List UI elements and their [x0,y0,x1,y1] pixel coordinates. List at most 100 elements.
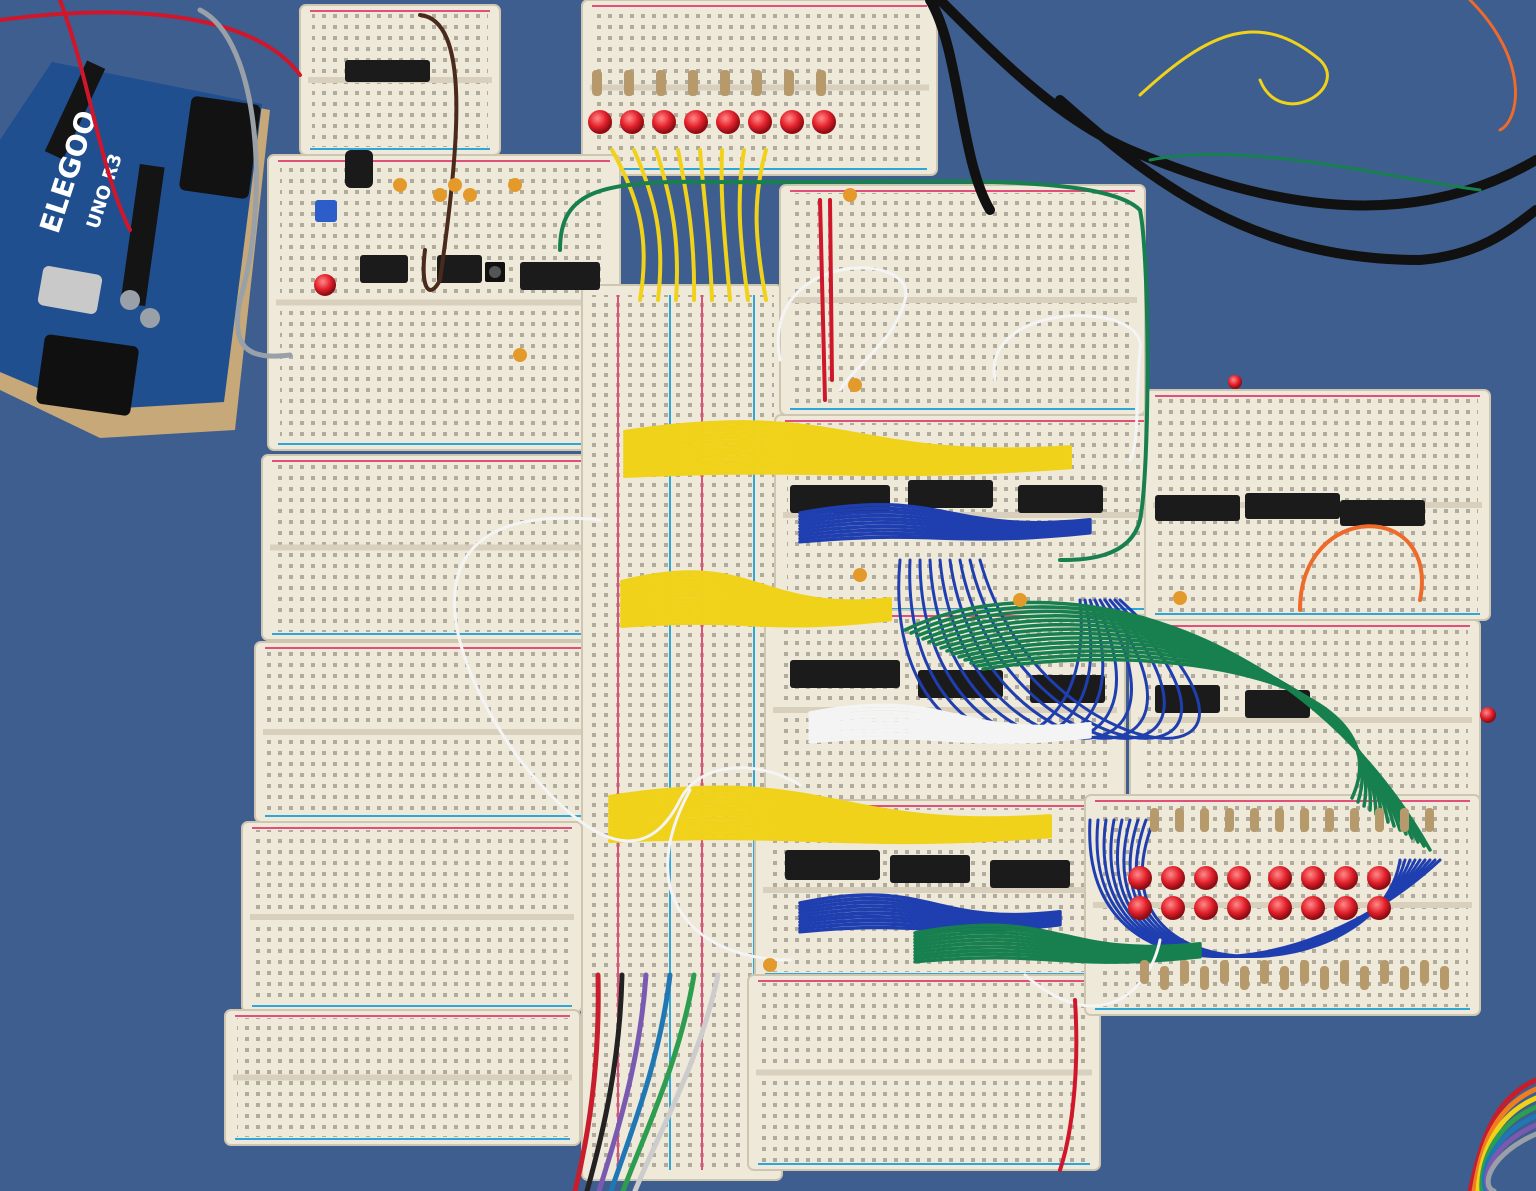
resistor-icon [1175,808,1184,832]
blue-wire [948,558,1149,740]
resistor-icon [1140,960,1149,984]
resistor-icon [656,70,666,96]
white-wire [776,266,908,392]
capacitor-icon [140,308,160,328]
ic-chip-icon [360,255,408,283]
resistor-icon [784,70,794,96]
yellow-wire-bus [608,834,1052,845]
breadboard [224,1009,581,1146]
yellow-wire [610,148,646,302]
resistor-icon [1225,808,1234,832]
capacitor-icon [448,178,462,192]
breadboard-channel [756,1069,1092,1076]
ic-chip-icon [1155,685,1220,713]
led-icon [780,110,804,134]
red-wire [818,198,834,402]
resistor-icon [816,70,826,96]
resistor-icon [1440,966,1449,990]
led-icon [1128,896,1152,920]
resistor-icon [592,70,602,96]
ic-chip-icon [790,660,900,688]
breadboard-channel [788,297,1137,303]
ic-chip-icon [1018,485,1103,513]
capacitor-icon [843,188,857,202]
led-icon [1161,866,1185,890]
resistor-icon [1400,966,1409,990]
breadboard [241,821,583,1013]
led-icon [1227,896,1251,920]
capacitor-icon [1173,591,1187,605]
resistor-icon [1320,966,1329,990]
red-wire [0,10,302,77]
led-icon [620,110,644,134]
arduino-board: ELEGOO UNO R3 [0,60,270,438]
gray-wire [197,7,293,359]
led-icon [1480,707,1496,723]
yellow-wire [754,148,768,302]
ic-chip-icon [1340,500,1425,526]
orange-wire [1298,524,1424,612]
led-icon [812,110,836,134]
capacitor-icon [763,958,777,972]
green-wire [558,179,1150,562]
led-icon [1228,375,1242,389]
ic-chip-icon [345,60,430,82]
led-icon [1268,866,1292,890]
led-icon [588,110,612,134]
led-icon [716,110,740,134]
led-icon [1161,896,1185,920]
resistor-icon [720,70,730,96]
breadboard-channel [263,729,592,735]
led-icon [684,110,708,134]
capacitor-icon [1013,593,1027,607]
resistor-icon [1425,808,1434,832]
pushbutton-icon [489,266,501,278]
resistor-icon [1360,966,1369,990]
ribbon-cable-wire [584,972,625,1191]
yellow-wire [632,148,663,302]
led-icon [1301,866,1325,890]
resistor-icon [1300,808,1309,832]
resistor-icon [1340,960,1349,984]
ribbon-cable-wire [620,972,697,1191]
resistor-icon [1375,808,1384,832]
resistor-icon [1160,966,1169,990]
led-icon [1334,866,1358,890]
resistor-icon [1280,966,1289,990]
yellow-wire-bus [620,617,892,628]
green-wire [981,657,1362,800]
capacitor-icon [120,290,140,310]
component-group [315,70,1449,990]
ic-chip-icon [1245,493,1340,519]
led-icon [1367,866,1391,890]
led-icon [1128,866,1152,890]
yellow-wire [1138,30,1329,106]
ic-chip-icon [785,850,880,880]
capacitor-icon [433,188,447,202]
ribbon-cable-wire [1485,1131,1536,1191]
led-icon [1194,866,1218,890]
led-icon [652,110,676,134]
led-icon [748,110,772,134]
resistor-icon [1150,808,1159,832]
resistor-icon [1240,966,1249,990]
ribbon-cable-wire [572,972,601,1191]
breadboard [779,184,1146,416]
orange-wire [1468,0,1517,132]
header-pins [120,164,165,307]
barrel-jack [179,96,261,199]
white-wire-bus [808,735,1092,744]
capacitor-icon [463,188,477,202]
white-wire [1023,938,1162,1008]
led-icon [1301,896,1325,920]
ic-chip-icon [890,855,970,883]
ribbon-cable-wire [1467,1077,1536,1191]
yellow-wire [698,148,714,302]
resistor-icon [1400,808,1409,832]
brown-wire [418,13,459,292]
ic-chip-icon [1155,495,1240,521]
capacitor-icon [393,178,407,192]
resistor-icon [1250,808,1259,832]
white-wire [992,314,1142,462]
